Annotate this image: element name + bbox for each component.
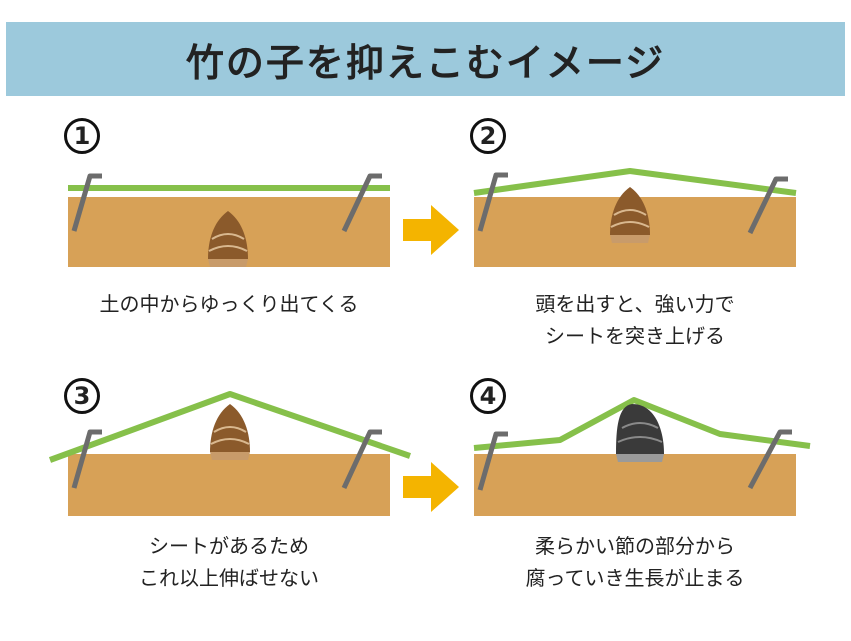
step-number-badge: 3	[64, 378, 100, 414]
step-4-panel: 4 柔らかい節の部分から 腐っていき生長が止まる	[470, 378, 811, 598]
caption-line: シートがあるため	[149, 534, 309, 558]
step-1-illustration	[68, 173, 390, 267]
step-number-badge: 2	[470, 118, 506, 154]
step-2-panel: 2 頭を出すと、強い力で シートを突き上げる	[470, 118, 800, 348]
bamboo-shoot	[210, 404, 250, 460]
caption-line: 柔らかい節の部分から	[535, 534, 735, 558]
caption-line: 頭を出すと、強い力で	[535, 292, 735, 316]
sheet	[473, 168, 797, 196]
bamboo-shoot	[208, 211, 248, 267]
caption-line: 腐っていき生長が止まる	[525, 566, 745, 590]
step-1-caption: 土の中からゆっくり出てくる	[64, 288, 394, 320]
rotting-bamboo-shoot	[616, 404, 664, 462]
step-number-badge: 1	[64, 118, 100, 154]
title-banner: 竹の子を抑えこむイメージ	[6, 22, 845, 96]
soil	[68, 454, 390, 516]
right-arrow-icon	[403, 205, 459, 255]
soil	[474, 454, 796, 516]
step-2-caption: 頭を出すと、強い力で シートを突き上げる	[470, 288, 800, 352]
step-3-caption: シートがあるため これ以上伸ばせない	[64, 530, 394, 594]
peg-right	[341, 173, 382, 233]
caption-line: これ以上伸ばせない	[139, 566, 319, 590]
sheet	[473, 397, 811, 451]
step-1-panel: 1 土の中からゆっくり出てくる	[64, 118, 394, 328]
step-4-caption: 柔らかい節の部分から 腐っていき生長が止まる	[470, 530, 800, 594]
step-3-illustration	[48, 391, 411, 516]
peg-right	[747, 429, 792, 490]
right-arrow-icon	[403, 462, 459, 512]
step-3-panel: 3 シートがあるため これ以上伸ばせない	[48, 378, 411, 598]
caption-line: シートを突き上げる	[545, 324, 725, 348]
page-title: 竹の子を抑えこむイメージ	[185, 40, 666, 85]
caption-line: 土の中からゆっくり出てくる	[99, 292, 359, 316]
peg-left	[71, 429, 102, 489]
sheet	[68, 185, 390, 191]
peg-left	[71, 173, 102, 232]
peg-left	[477, 431, 508, 491]
sheet	[48, 391, 411, 463]
peg-left	[477, 172, 508, 232]
step-number-badge: 4	[470, 378, 506, 414]
bamboo-shoot	[610, 187, 650, 243]
peg-right	[341, 429, 382, 490]
step-2-illustration	[473, 168, 797, 267]
step-4-illustration	[473, 397, 811, 516]
peg-right	[747, 176, 788, 235]
